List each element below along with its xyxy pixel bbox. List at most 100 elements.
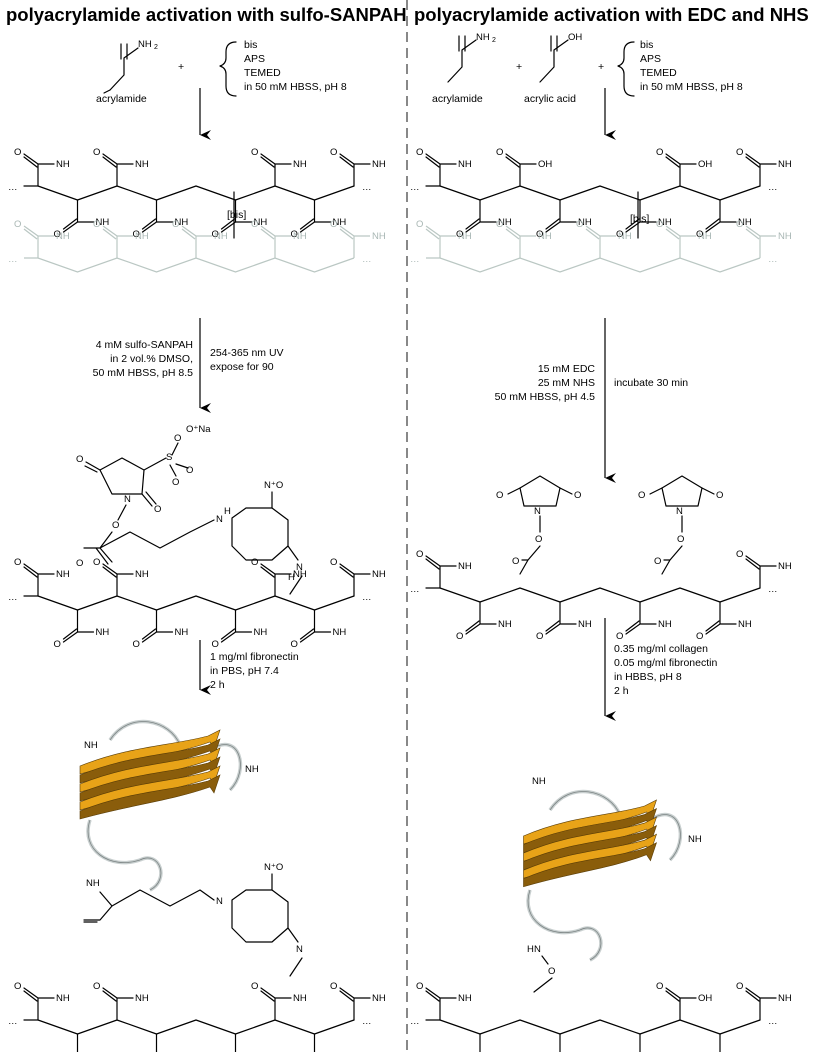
svg-text:O: O — [656, 219, 663, 230]
svg-text:O: O — [716, 490, 723, 501]
svg-text:NH: NH — [293, 159, 307, 170]
right-fibronectin-protein — [523, 789, 683, 962]
svg-text:O: O — [76, 454, 83, 465]
svg-text:…: … — [362, 592, 372, 603]
svg-text:O: O — [576, 219, 583, 230]
svg-text:O: O — [330, 219, 337, 230]
svg-text:O: O — [251, 981, 258, 992]
svg-text:incubate 30 min: incubate 30 min — [614, 377, 688, 389]
right-nhs-ester-2: O O N O O — [638, 475, 723, 575]
svg-text:O: O — [133, 639, 140, 650]
svg-text:NH: NH — [578, 619, 592, 630]
svg-text:NH: NH — [214, 231, 228, 242]
svg-text:O: O — [172, 477, 179, 488]
left-plus: + — [178, 61, 184, 73]
svg-text:NH: NH — [293, 993, 307, 1004]
svg-text:O: O — [616, 631, 623, 642]
svg-text:OH: OH — [698, 993, 712, 1004]
svg-text:N: N — [124, 494, 131, 505]
right-step2-conditions: 15 mM EDC 25 mM NHS 50 mM HBSS, pH 4.5 i… — [495, 363, 689, 403]
svg-text:NH: NH — [738, 619, 752, 630]
svg-text:NH: NH — [293, 231, 307, 242]
left-reagent-list: bis APS TEMED in 50 mM HBSS, pH 8 — [244, 39, 347, 93]
svg-text:50 mM HBSS, pH 4.5: 50 mM HBSS, pH 4.5 — [495, 391, 596, 403]
svg-text:NH: NH — [458, 561, 472, 572]
svg-text:in PBS, pH 7.4: in PBS, pH 7.4 — [210, 665, 279, 677]
svg-text:…: … — [410, 254, 420, 265]
svg-text:O: O — [736, 549, 743, 560]
nitro-label: N⁺O — [264, 480, 283, 491]
svg-text:NH: NH — [84, 740, 98, 751]
svg-text:NH: NH — [532, 776, 546, 787]
svg-text:2 h: 2 h — [210, 679, 225, 691]
svg-text:NH: NH — [333, 627, 347, 638]
svg-text:O: O — [93, 557, 100, 568]
svg-text:O: O — [696, 229, 703, 240]
svg-text:O: O — [677, 534, 684, 545]
svg-text:O: O — [616, 229, 623, 240]
svg-text:0.05 mg/ml fibronectin: 0.05 mg/ml fibronectin — [614, 657, 717, 669]
svg-text:O: O — [291, 639, 298, 650]
svg-text:NH: NH — [618, 231, 632, 242]
svg-text:O: O — [496, 147, 503, 158]
left-reagent-brace — [219, 41, 237, 97]
svg-text:1 mg/ml fibronectin: 1 mg/ml fibronectin — [210, 651, 299, 663]
svg-text:N: N — [216, 896, 223, 907]
svg-text:NH: NH — [96, 627, 110, 638]
svg-text:O: O — [574, 490, 581, 501]
left-sulfo-sanpah-structure: O O N S O O O O⁺Na O O N H N⁺O N H — [76, 424, 303, 595]
svg-text:O: O — [548, 966, 555, 977]
svg-text:in HBBS, pH 8: in HBBS, pH 8 — [614, 671, 682, 683]
svg-text:N: N — [216, 514, 223, 525]
svg-text:NH: NH — [778, 993, 792, 1004]
svg-text:APS: APS — [244, 53, 265, 65]
svg-text:N: N — [676, 506, 683, 517]
svg-text:…: … — [8, 592, 18, 603]
svg-text:4 mM sulfo-SANPAH: 4 mM sulfo-SANPAH — [96, 339, 193, 351]
svg-text:O: O — [251, 219, 258, 230]
svg-text:bis: bis — [640, 39, 653, 51]
svg-text:…: … — [410, 584, 420, 595]
svg-text:254-365 nm UV: 254-365 nm UV — [210, 347, 284, 359]
svg-text:O: O — [172, 219, 179, 230]
svg-text:expose for 90: expose for 90 — [210, 361, 274, 373]
svg-text:…: … — [410, 1016, 420, 1027]
svg-text:in 50 mM HBSS, pH 8: in 50 mM HBSS, pH 8 — [640, 81, 743, 93]
svg-text:O: O — [54, 229, 61, 240]
svg-text:50 mM HBSS, pH 8.5: 50 mM HBSS, pH 8.5 — [93, 367, 194, 379]
svg-text:NH: NH — [658, 217, 672, 228]
left-fibronectin-protein — [79, 719, 243, 892]
right-monomer-label-acid: acrylic acid — [524, 93, 576, 105]
right-title: polyacrylamide activation with EDC and N… — [414, 4, 809, 25]
svg-text:…: … — [768, 182, 778, 193]
svg-text:O: O — [174, 433, 181, 444]
right-plus-1: + — [516, 61, 522, 73]
svg-text:NH: NH — [56, 569, 70, 580]
right-bis-label: [bis] — [630, 213, 649, 225]
svg-text:O: O — [14, 981, 21, 992]
svg-text:NH: NH — [333, 217, 347, 228]
svg-text:O: O — [456, 229, 463, 240]
svg-text:O: O — [656, 981, 663, 992]
svg-text:NH: NH — [56, 993, 70, 1004]
svg-text:O: O — [330, 147, 337, 158]
left-crosslinker-to-protein: NH N N⁺O N — [83, 862, 303, 977]
right-step3-conditions: 0.35 mg/ml collagen 0.05 mg/ml fibronect… — [614, 643, 717, 697]
svg-text:O: O — [93, 147, 100, 158]
svg-text:NH: NH — [458, 231, 472, 242]
svg-text:O: O — [536, 631, 543, 642]
right-acrylamide-structure: NH 2 — [447, 32, 496, 83]
svg-text:NH: NH — [578, 217, 592, 228]
svg-text:O: O — [416, 549, 423, 560]
svg-text:…: … — [362, 1016, 372, 1027]
svg-text:…: … — [8, 254, 18, 265]
svg-text:…: … — [8, 1016, 18, 1027]
svg-text:NH: NH — [372, 159, 386, 170]
svg-text:TEMED: TEMED — [244, 67, 281, 79]
svg-text:O: O — [416, 981, 423, 992]
svg-text:NH: NH — [538, 231, 552, 242]
svg-text:NH: NH — [778, 231, 792, 242]
